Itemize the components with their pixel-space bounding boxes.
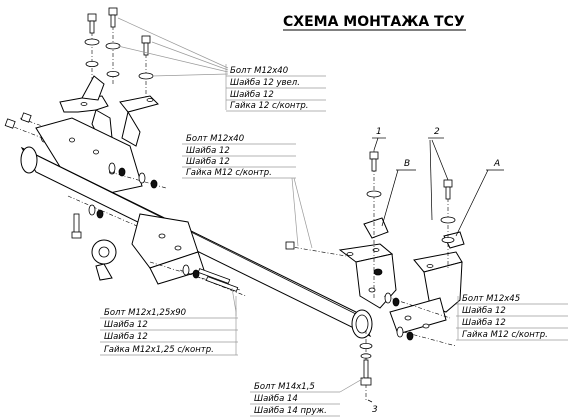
svg-text:Гайка М12х1,25 с/контр.: Гайка М12х1,25 с/контр.	[104, 345, 214, 355]
top-bolt-stack-right	[138, 35, 154, 100]
svg-text:Болт М12х40: Болт М12х40	[230, 66, 288, 76]
marker-3: 3	[367, 399, 378, 415]
svg-text:Гайка М12 с/контр.: Гайка М12 с/контр.	[462, 330, 548, 340]
svg-text:Болт М12х45: Болт М12х45	[462, 294, 520, 304]
right-lower-bolts	[383, 292, 457, 347]
svg-text:Шайба 12: Шайба 12	[186, 146, 230, 156]
svg-text:Шайба 12: Шайба 12	[462, 306, 506, 316]
callout-hitch-ball: Болт М12х1,25х90 Шайба 12 Шайба 12 Гайка…	[100, 308, 238, 356]
svg-text:Болт М14х1,5: Болт М14х1,5	[254, 382, 315, 392]
diagram-title: СХЕМА МОНТАЖА ТСУ	[283, 14, 465, 30]
bolt-stack-1	[366, 150, 383, 300]
svg-text:Болт М12х40: Болт М12х40	[186, 134, 244, 144]
hitch-callout-leaders	[231, 287, 237, 316]
svg-text:В: В	[404, 159, 410, 169]
svg-text:2: 2	[434, 127, 440, 137]
svg-text:Гайка М12 с/контр.: Гайка М12 с/контр.	[186, 168, 272, 178]
svg-text:Шайба 14: Шайба 14	[254, 394, 298, 404]
svg-text:Шайба 14 пруж.: Шайба 14 пруж.	[254, 406, 327, 416]
main-cross-tube	[20, 146, 373, 339]
svg-text:Шайба 12: Шайба 12	[462, 318, 506, 328]
right-bracket	[389, 231, 465, 335]
hitch-bolts	[149, 261, 247, 297]
svg-text:Шайба 12 увел.: Шайба 12 увел.	[230, 78, 300, 88]
marker-2: 2	[428, 127, 449, 221]
svg-text:Гайка 12 с/контр.: Гайка 12 с/контр.	[230, 101, 309, 111]
top-bolt-stack-mid	[105, 7, 121, 86]
svg-text:3: 3	[372, 405, 378, 415]
marker-b: В	[381, 159, 416, 227]
middle-side-bolt	[285, 241, 347, 257]
svg-text:Болт М12х1,25х90: Болт М12х1,25х90	[104, 308, 186, 318]
svg-text:Шайба 12: Шайба 12	[230, 90, 274, 100]
top-left-bracket	[59, 75, 159, 147]
svg-text:А: А	[493, 159, 500, 169]
callout-top-bracket: Болт М12х40 Шайба 12 увел. Шайба 12 Гайк…	[225, 64, 326, 112]
middle-callout-leaders	[291, 177, 313, 249]
svg-text:Шайба 12: Шайба 12	[186, 157, 230, 167]
top-bolt-stack-left	[84, 13, 100, 92]
bolt-stack-2	[440, 179, 456, 270]
marker-1: 1	[372, 127, 386, 151]
hitch-assembly	[71, 213, 205, 285]
marker-a: А	[455, 159, 504, 237]
svg-text:Шайба 12: Шайба 12	[104, 332, 148, 342]
callout-right-bracket: Болт М12х45 Шайба 12 Шайба 12 Гайка М12 …	[456, 294, 568, 341]
svg-text:Шайба 12: Шайба 12	[104, 320, 148, 330]
top-callout-leaders	[117, 17, 229, 77]
callout-middle-bracket: Болт М12х40 Шайба 12 Шайба 12 Гайка М12 …	[182, 134, 296, 179]
bolt-stack-3	[359, 330, 373, 400]
svg-text:1: 1	[376, 127, 382, 137]
callout-bottom-bolt: Болт М14х1,5 Шайба 14 Шайба 14 пруж.	[250, 377, 365, 417]
